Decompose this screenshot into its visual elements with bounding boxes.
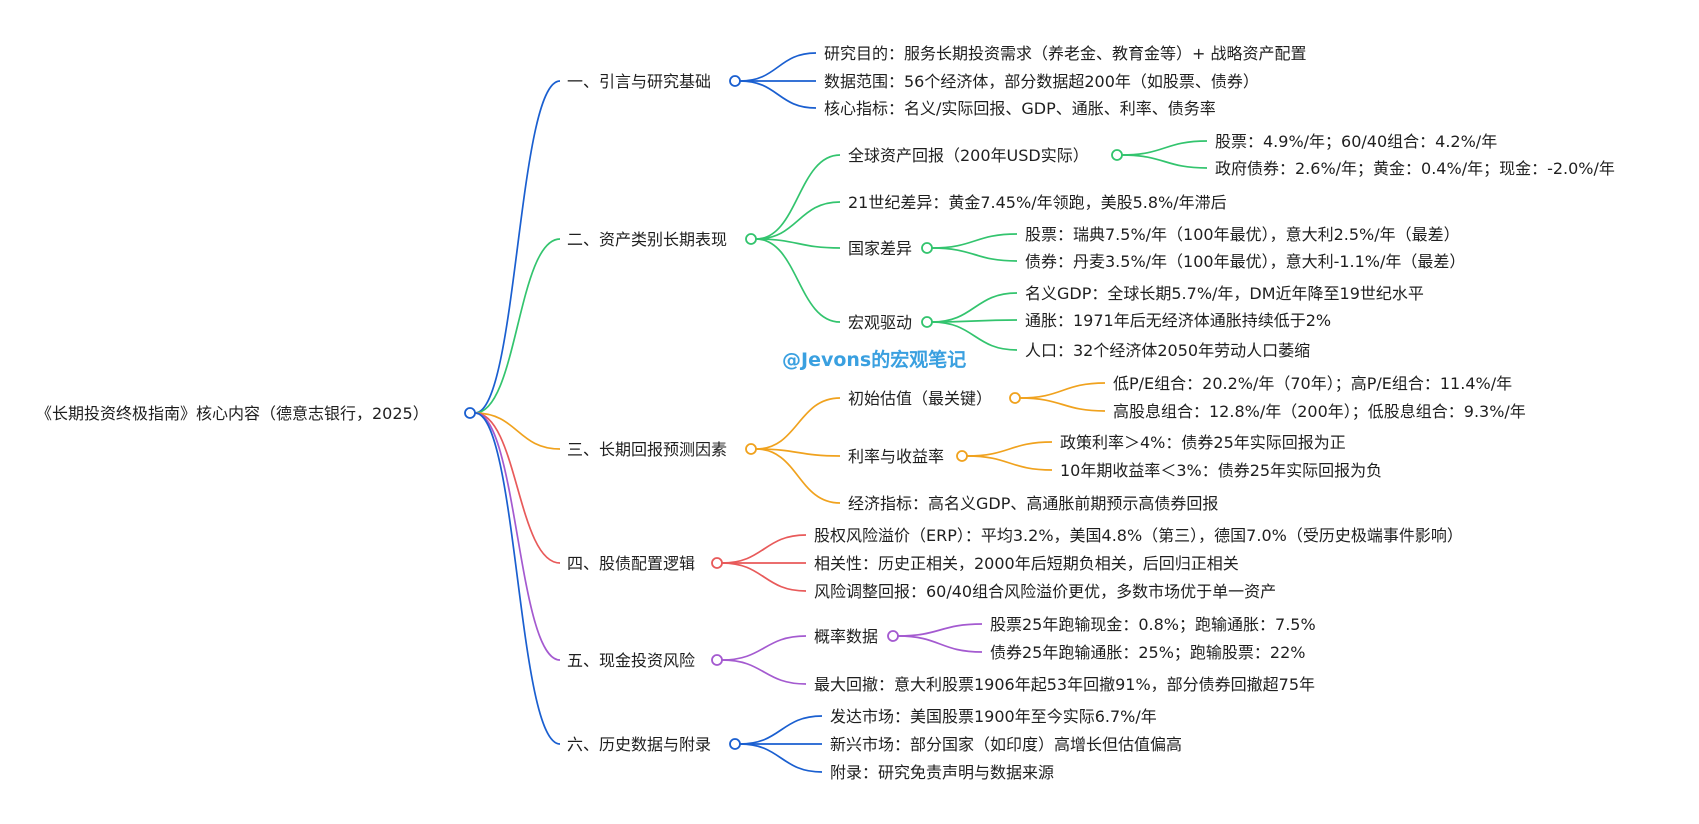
grandchild-node-label: 人口：32个经济体2050年劳动人口萎缩 — [1025, 341, 1310, 360]
branch-to-child-edge — [721, 534, 807, 564]
root-to-branch-edge — [474, 238, 561, 414]
child-to-grandchild-edge — [1121, 154, 1208, 169]
branch-to-child-edge — [755, 448, 841, 504]
child-collapse-knob[interactable] — [887, 630, 899, 642]
branch-6-collapse-knob[interactable] — [729, 738, 741, 750]
child-node-label: 新兴市场：部分国家（如印度）高增长但估值偏高 — [830, 735, 1182, 754]
branch-4-collapse-knob[interactable] — [711, 557, 723, 569]
root-to-branch-edge — [474, 412, 561, 661]
root-to-branch-edge — [474, 80, 561, 414]
grandchild-node-label: 股票：瑞典7.5%/年（100年最优），意大利2.5%/年（最差） — [1025, 225, 1460, 244]
branch-1-collapse-knob[interactable] — [729, 75, 741, 87]
child-to-grandchild-edge — [931, 233, 1018, 249]
child-to-grandchild-edge — [931, 247, 1018, 262]
branch-6-label: 六、历史数据与附录 — [567, 735, 711, 754]
child-to-grandchild-edge — [1121, 140, 1208, 156]
branch-3-collapse-knob[interactable] — [745, 443, 757, 455]
mindmap-edges — [474, 52, 1208, 773]
branch-to-child-edge — [721, 635, 807, 661]
branch-to-child-edge — [739, 80, 817, 109]
child-collapse-knob[interactable] — [1111, 149, 1123, 161]
grandchild-node-label: 债券：丹麦3.5%/年（100年最优），意大利-1.1%/年（最差） — [1025, 252, 1465, 271]
child-to-grandchild-edge — [897, 635, 983, 653]
child-node-label: 数据范围：56个经济体，部分数据超200年（如股票、债券） — [824, 72, 1259, 91]
branch-1-label: 一、引言与研究基础 — [567, 72, 711, 91]
branch-to-child-edge — [721, 562, 807, 592]
grandchild-node-label: 债券25年跑输通胀：25%；跑输股票：22% — [990, 643, 1306, 662]
grandchild-node-label: 名义GDP：全球长期5.7%/年，DM近年降至19世纪水平 — [1025, 284, 1424, 303]
child-node-label: 经济指标：高名义GDP、高通胀前期预示高债券回报 — [848, 494, 1218, 513]
child-node-label: 宏观驱动 — [848, 313, 912, 332]
child-node-label: 国家差异 — [848, 239, 912, 258]
grandchild-node-label: 股票：4.9%/年；60/40组合：4.2%/年 — [1215, 132, 1497, 151]
child-node-label: 发达市场：美国股票1900年至今实际6.7%/年 — [830, 707, 1157, 726]
root-to-branch-edge — [474, 412, 561, 450]
child-collapse-knob[interactable] — [921, 316, 933, 328]
grandchild-node-label: 政策利率＞4%：债券25年实际回报为正 — [1060, 433, 1346, 452]
branch-to-child-edge — [721, 659, 807, 685]
root-node-label: 《长期投资终极指南》核心内容（德意志银行，2025） — [36, 404, 429, 423]
root-to-branch-edge — [474, 412, 561, 745]
child-node-label: 相关性：历史正相关，2000年后短期负相关，后回归正相关 — [814, 554, 1239, 573]
grandchild-node-label: 股票25年跑输现金：0.8%；跑输通胀：7.5% — [990, 615, 1316, 634]
branch-to-child-edge — [755, 154, 841, 240]
branch-3-label: 三、长期回报预测因素 — [567, 440, 727, 459]
branch-to-child-edge — [755, 448, 841, 457]
branch-to-child-edge — [739, 52, 817, 82]
branch-5-collapse-knob[interactable] — [711, 654, 723, 666]
child-node-label: 21世纪差异：黄金7.45%/年领跑，美股5.8%/年滞后 — [848, 193, 1227, 212]
branch-to-child-edge — [755, 201, 841, 240]
watermark-text: @Jevons的宏观笔记 — [782, 348, 966, 371]
child-to-grandchild-edge — [897, 623, 983, 637]
child-node-label: 风险调整回报：60/40组合风险溢价更优，多数市场优于单一资产 — [814, 582, 1276, 601]
branch-to-child-edge — [755, 238, 841, 249]
mindmap-labels: 《长期投资终极指南》核心内容（德意志银行，2025） 一、引言与研究基础 研究目的：… — [36, 44, 1615, 782]
mindmap-knobs — [464, 75, 1123, 750]
child-to-grandchild-edge — [1019, 382, 1106, 399]
branch-2-label: 二、资产类别长期表现 — [567, 230, 727, 249]
child-node-label: 初始估值（最关键） — [848, 389, 992, 408]
root-to-branch-edge — [474, 412, 561, 564]
child-node-label: 最大回撤：意大利股票1906年起53年回撤91%，部分债券回撤超75年 — [814, 675, 1315, 694]
branch-to-child-edge — [755, 238, 841, 323]
child-node-label: 股权风险溢价（ERP）：平均3.2%，美国4.8%（第三），德国7.0%（受历史… — [814, 526, 1463, 545]
grandchild-node-label: 低P/E组合：20.2%/年（70年）；高P/E组合：11.4%/年 — [1113, 374, 1512, 393]
branch-4-label: 四、股债配置逻辑 — [567, 554, 695, 573]
branch-5-label: 五、现金投资风险 — [567, 651, 695, 670]
branch-to-child-edge — [755, 397, 841, 450]
child-node-label: 利率与收益率 — [848, 447, 944, 466]
child-collapse-knob[interactable] — [1009, 392, 1021, 404]
grandchild-node-label: 通胀：1971年后无经济体通胀持续低于2% — [1025, 311, 1331, 330]
child-node-label: 概率数据 — [814, 627, 878, 646]
child-node-label: 核心指标：名义/实际回报、GDP、通胀、利率、债务率 — [824, 99, 1216, 118]
child-node-label: 附录：研究免责声明与数据来源 — [830, 763, 1054, 782]
child-node-label: 研究目的：服务长期投资需求（养老金、教育金等）+ 战略资产配置 — [824, 44, 1307, 63]
root-collapse-knob[interactable] — [464, 407, 476, 419]
grandchild-node-label: 10年期收益率＜3%：债券25年实际回报为负 — [1060, 461, 1382, 480]
child-to-grandchild-edge — [931, 321, 1018, 351]
child-node-label: 全球资产回报（200年USD实际） — [848, 146, 1089, 165]
child-collapse-knob[interactable] — [921, 242, 933, 254]
child-collapse-knob[interactable] — [956, 450, 968, 462]
branch-to-child-edge — [739, 715, 823, 745]
branch-to-child-edge — [739, 743, 823, 773]
child-to-grandchild-edge — [931, 292, 1018, 323]
child-to-grandchild-edge — [966, 455, 1053, 471]
child-to-grandchild-edge — [966, 441, 1053, 457]
branch-2-collapse-knob[interactable] — [745, 233, 757, 245]
child-to-grandchild-edge — [1019, 397, 1106, 412]
grandchild-node-label: 高股息组合：12.8%/年（200年）；低股息组合：9.3%/年 — [1113, 402, 1526, 421]
grandchild-node-label: 政府债券：2.6%/年；黄金：0.4%/年；现金：-2.0%/年 — [1215, 159, 1615, 178]
